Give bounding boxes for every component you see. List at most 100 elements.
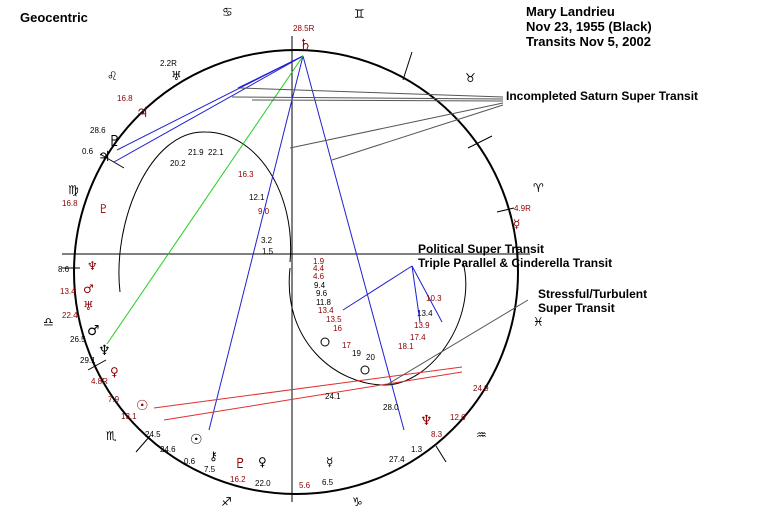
uranus-value-2: 12.6 [450,413,466,422]
zodiac-signs: ♋ ♊ ♉ ♌ ♈ ♍ ♎ ♓ ♏ ♒ ♐ ♑ [43,5,544,509]
jupiter-value: 16.8 [117,94,133,103]
v-24.1: 24.1 [325,392,341,401]
annotation-political-1: Political Super Transit [418,242,544,256]
mars-value-2: 5.6 [299,481,311,490]
sign-sagittarius: ♐ [221,495,232,509]
mercury-transit: ☿ [513,217,520,231]
v-24.6: 24.6 [160,445,176,454]
saturn-value-2: 24.9 [473,384,489,393]
uranus-transit: ♅ [83,299,94,313]
chart-header: Mary Landrieu Nov 23, 1955 (Black) Trans… [526,4,652,49]
annotation-saturn: Incompleted Saturn Super Transit [506,89,698,103]
jupiter-natal: ♃ [98,149,111,165]
sign-leo: ♌ [107,69,118,83]
col-16: 16 [333,324,342,333]
sign-virgo: ♍ [68,183,79,197]
neptune-value-2: 8.3 [431,430,443,439]
upper-natal-loop [118,131,292,293]
v-12.1: 12.1 [249,193,265,202]
col-17: 17 [342,341,351,350]
natal-values: 2.2R 28.6 0.6 8.6 26.5 29.1 24.5 24.6 0.… [58,59,433,488]
sun-natal: ☉ [190,432,203,448]
pluto-value: 16.2 [230,475,246,484]
v-9.6: 9.6 [316,289,328,298]
col-13.5: 13.5 [326,315,342,324]
sign-gemini: ♊ [354,7,365,21]
header-transits: Transits Nov 5, 2002 [526,34,651,49]
annotation-stress-1: Stressful/Turbulent [538,287,647,301]
annotation-stress-2: Super Transit [538,301,615,315]
pluto-transit-2: ♇ [234,456,247,472]
v-20: 20 [366,353,375,362]
v-1.5: 1.5 [262,247,274,256]
v-24.5: 24.5 [145,430,161,439]
venus-natal: ♀ [258,455,267,469]
annotation-political-2: Triple Parallel & Cinderella Transit [418,256,612,270]
v-26.5: 26.5 [70,335,86,344]
v-0.6b: 0.6 [184,457,196,466]
v-6.5: 6.5 [322,478,334,487]
v-7.5: 7.5 [204,465,216,474]
v-9.4: 9.4 [314,281,326,290]
outer-ticks [62,51,515,463]
blue-aspect-lines [113,55,443,431]
v-22.0: 22.0 [255,479,271,488]
saturn-value: 28.5R [293,24,315,33]
green-aspect-line [106,55,304,345]
venus-value: 4.8R [91,377,108,386]
sign-capricorn: ♑ [352,495,363,509]
sign-taurus: ♉ [465,71,476,85]
mercury-value: 7.9 [108,395,120,404]
col-1.9: 1.9 [313,257,325,266]
right-18.1: 18.1 [398,342,414,351]
inner-jupiter-value: 16.3 [238,170,254,179]
transit-glyphs: ♄ ♇ ♃ ♆ ♂ ♅ ♀ ☉ ♆ ♇ ☿ [83,37,520,472]
col-4.6: 4.6 [313,272,325,281]
v-20.2: 20.2 [170,159,186,168]
inner-neptune-value: 9.0 [258,207,270,216]
chiron-natal: ⚷ [209,449,218,463]
mars-transit: ♂ [83,282,94,296]
v-2.2R: 2.2R [160,59,177,68]
lower-natal-loop [288,261,467,386]
v-3.2: 3.2 [261,236,273,245]
right-17.4: 17.4 [410,333,426,342]
v-22.1: 22.1 [208,148,224,157]
mars-value: 13.4 [60,287,76,296]
venus-transit: ♀ [110,365,119,379]
sun-transit: ☉ [136,398,149,414]
header-birth: Nov 23, 1955 (Black) [526,19,652,34]
neptune-value: 16.8 [62,199,78,208]
sign-libra: ♎ [43,315,54,329]
annotations: Incompleted Saturn Super Transit Politic… [418,89,698,315]
neptune-transit: ♆ [87,259,98,273]
annotation-pointers [231,87,529,385]
header-name: Mary Landrieu [526,4,615,19]
pluto-transit: ♇ [98,202,109,216]
transit-values: 28.5R 16.8 16.8 13.4 22.4 4.8R 7.9 13.1 … [60,24,531,490]
sign-scorpio: ♏ [106,429,117,443]
v-11.8: 11.8 [316,298,332,307]
right-10.3: 10.3 [426,294,442,303]
small-circle-a [320,337,330,347]
small-circle-b [360,365,370,375]
v-29.1: 29.1 [80,356,96,365]
neptune-transit-2: ♆ [420,413,433,429]
sign-cancer: ♋ [222,5,233,19]
v-28.6: 28.6 [90,126,106,135]
right-13.9: 13.9 [414,321,430,330]
sign-aries: ♈ [533,181,544,195]
col-13.4: 13.4 [318,306,334,315]
v-0.6a: 0.6 [82,147,94,156]
pluto-natal: ♇ [108,132,121,150]
v-27.4: 27.4 [389,455,405,464]
venus-value-2: 4.9R [514,204,531,213]
v-13.4: 13.4 [417,309,433,318]
geocentric-label: Geocentric [20,10,88,25]
chart-wheel [73,49,519,495]
v-28.0: 28.0 [383,403,399,412]
uranus-natal: ♅ [171,69,182,83]
mars-natal: ♂ [87,323,100,339]
saturn-transit: ♄ [299,37,312,53]
